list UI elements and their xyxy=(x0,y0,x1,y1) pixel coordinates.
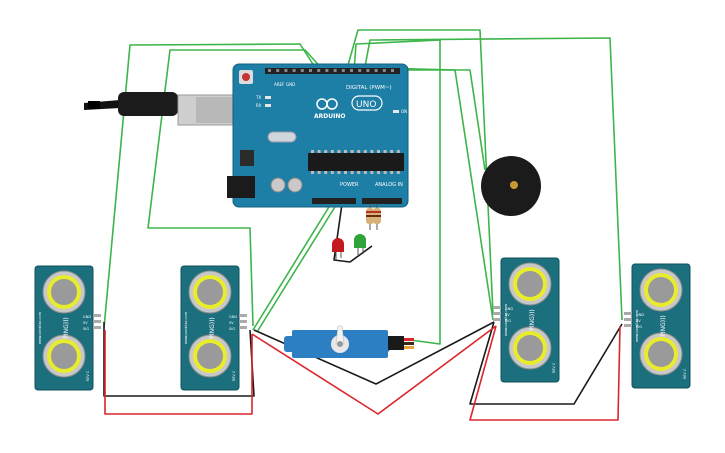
sensor-rev: REV C xyxy=(86,370,90,381)
crystal xyxy=(267,131,297,143)
sensor-rev: REV C xyxy=(232,370,236,381)
digital-header xyxy=(265,68,400,74)
usb-cable xyxy=(84,92,239,126)
green-led[interactable] xyxy=(354,234,366,256)
sensor-pin[interactable] xyxy=(93,320,101,323)
resistor-1[interactable] xyxy=(366,204,374,230)
rx-led-label: RX xyxy=(256,103,262,108)
wire-red-s2 xyxy=(251,325,497,415)
sensor-label: PING))) xyxy=(63,317,70,339)
aref-label: AREF xyxy=(274,82,285,87)
sensor-pin-label: 5V xyxy=(505,313,510,317)
sensor-pin-label: SIG xyxy=(636,325,642,329)
header-pin[interactable] xyxy=(317,69,321,72)
sensor-label: PING))) xyxy=(209,317,216,339)
wire-red-s1 xyxy=(104,330,253,415)
header-pin[interactable] xyxy=(350,69,353,72)
header-pin[interactable] xyxy=(268,69,271,72)
header-pin[interactable] xyxy=(309,69,312,72)
wire-black-s3 xyxy=(469,321,623,405)
sensor-pin[interactable] xyxy=(93,314,101,317)
sensor-pin[interactable] xyxy=(493,306,501,309)
analog-header xyxy=(362,198,402,204)
header-pin[interactable] xyxy=(292,69,296,72)
sensor-label: PING))) xyxy=(660,315,667,337)
tx-led-label: TX xyxy=(255,95,261,100)
wire-black-led xyxy=(333,203,373,263)
sensor-url: www.parallax.com xyxy=(38,311,42,344)
analog-label: ANALOG IN xyxy=(375,182,403,188)
sensor-url: www.parallax.com xyxy=(504,303,508,336)
header-pin[interactable] xyxy=(358,69,362,72)
resistor-2[interactable] xyxy=(373,204,381,230)
gnd-label: GND xyxy=(286,82,295,87)
sensor-pin[interactable] xyxy=(624,324,632,327)
power-label: POWER xyxy=(340,182,359,188)
sensor-pin-label: GND xyxy=(636,313,644,317)
wire-green-s4 xyxy=(363,37,623,321)
red-led[interactable] xyxy=(332,238,344,260)
sensor-pin-label: SIG xyxy=(229,327,235,331)
digital-label: DIGITAL (PWM~) xyxy=(346,85,392,91)
header-pin[interactable] xyxy=(276,69,280,72)
sensor-pin[interactable] xyxy=(239,320,247,323)
sensor-rev: REV C xyxy=(552,362,556,373)
wire-green-servo xyxy=(353,39,441,345)
sensor-pin[interactable] xyxy=(239,314,247,317)
piezo-buzzer[interactable] xyxy=(481,156,541,216)
wire-red-s3 xyxy=(469,325,621,421)
wire-green-buzzer xyxy=(400,69,486,171)
sensor-pin-label: 5V xyxy=(636,319,641,323)
wire-green-s2 xyxy=(147,49,326,327)
header-pin[interactable] xyxy=(366,69,370,72)
header-pin[interactable] xyxy=(382,69,386,72)
sensor-pin-label: GND xyxy=(505,307,513,311)
sensor-pin-label: GND xyxy=(83,315,91,319)
top-pin-dots xyxy=(268,69,394,72)
brand-label: ARDUINO xyxy=(314,113,345,120)
atmega-chip xyxy=(308,153,404,171)
header-pin[interactable] xyxy=(333,69,337,72)
sensor-url: www.parallax.com xyxy=(184,311,188,344)
wire-green-5v xyxy=(252,201,333,331)
header-pin[interactable] xyxy=(325,69,329,72)
power-jack xyxy=(227,176,255,198)
arduino-logo: ARDUINO xyxy=(314,98,345,120)
sensor-label: PING))) xyxy=(529,309,536,331)
sensor-pin[interactable] xyxy=(493,312,501,315)
header-pin[interactable] xyxy=(284,69,288,72)
on-led-label: ON xyxy=(401,109,407,114)
sensor-pin-label: SIG xyxy=(83,327,89,331)
wire-green-s1 xyxy=(103,43,319,329)
sensor-pin-label: SIG xyxy=(505,319,511,323)
sensor-rev: REV C xyxy=(683,368,687,379)
servo-motor[interactable] xyxy=(284,325,414,358)
sensor-pin-label: 5V xyxy=(83,321,88,325)
header-pin[interactable] xyxy=(341,69,345,72)
power-header xyxy=(312,198,356,204)
header-pin[interactable] xyxy=(391,69,394,72)
model-label: UNO xyxy=(356,100,376,110)
sensor-pin[interactable] xyxy=(493,318,501,321)
arduino-board[interactable]: DIGITAL (PWM~) AREF GND ARDUINO UNO TX R… xyxy=(227,63,409,208)
sensor-pin-label: GND xyxy=(229,315,237,319)
sensor-pin[interactable] xyxy=(93,326,101,329)
sensor-url: www.parallax.com xyxy=(635,309,639,342)
sensor-pin-label: 5V xyxy=(229,321,234,325)
wire-green-5v-b xyxy=(256,201,339,333)
header-pin[interactable] xyxy=(374,69,378,72)
sensor-pin[interactable] xyxy=(239,326,247,329)
header-pin[interactable] xyxy=(300,69,304,72)
sensor-pin[interactable] xyxy=(624,312,632,315)
sensor-pin[interactable] xyxy=(624,318,632,321)
